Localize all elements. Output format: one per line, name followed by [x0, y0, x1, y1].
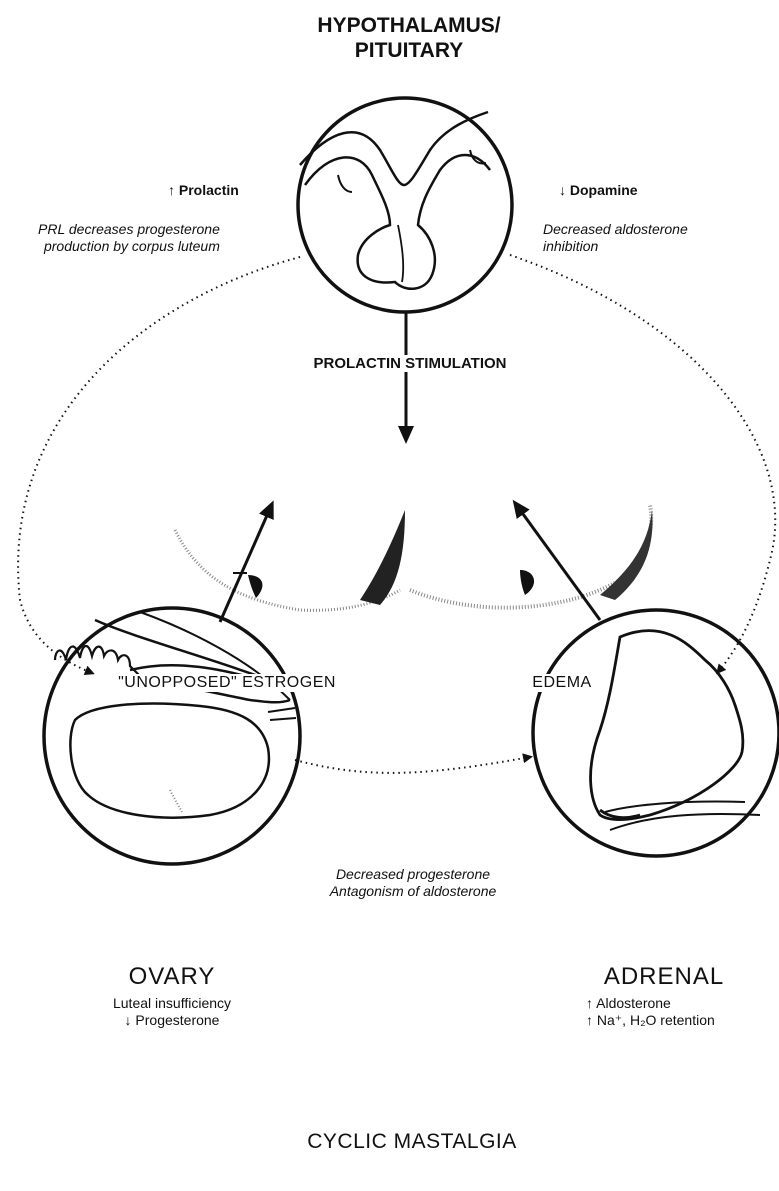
hypothalamus-label-line1: HYPOTHALAMUS/ [317, 13, 500, 38]
adrenal-illustration [533, 610, 779, 856]
aldosterone-label: Aldosterone [596, 995, 671, 1011]
bottom-effect-line2: Antagonism of aldosterone [330, 883, 497, 900]
up-arrow-icon: ↑ [586, 1012, 593, 1028]
hypothalamus-label-line2: PITUITARY [317, 38, 500, 63]
ovary-label: OVARY [129, 963, 216, 991]
adrenal-note-line2: ↑ Na⁺, H₂O retention [586, 1012, 715, 1029]
left-effect-line1: PRL decreases progesterone [38, 221, 220, 238]
unopposed-estrogen-label: "UNOPPOSED" ESTROGEN [115, 674, 339, 692]
arrow-unopposed-estrogen [220, 504, 272, 622]
progesterone-label: Progesterone [135, 1012, 219, 1028]
right-effect-text: Decreased aldosterone inhibition [543, 221, 688, 255]
bottom-effect-line1: Decreased progesterone [330, 866, 497, 883]
ovary-notes: Luteal insufficiency ↓ Progesterone [113, 995, 231, 1029]
hypothalamus-pituitary-illustration [298, 98, 512, 312]
adrenal-label: ADRENAL [604, 963, 724, 991]
prolactin-stimulation-label: PROLACTIN STIMULATION [310, 355, 509, 372]
up-arrow-icon: ↑ [586, 995, 593, 1011]
right-hormone-label: ↓ Dopamine [559, 182, 638, 198]
up-arrow-icon: ↑ [168, 182, 175, 198]
adrenal-notes: ↑ Aldosterone ↑ Na⁺, H₂O retention [586, 995, 715, 1029]
right-effect-line2: inhibition [543, 238, 688, 255]
bottom-effect-text: Decreased progesterone Antagonism of ald… [330, 866, 497, 900]
sodium-water-retention-label: Na⁺, H₂O retention [597, 1012, 715, 1028]
edema-label: EDEMA [529, 674, 594, 692]
down-arrow-icon: ↓ [559, 182, 566, 198]
ovary-illustration [44, 608, 300, 864]
left-effect-line2: production by corpus luteum [38, 238, 220, 255]
down-arrow-icon: ↓ [125, 1012, 132, 1028]
right-effect-line1: Decreased aldosterone [543, 221, 688, 238]
left-effect-text: PRL decreases progesterone production by… [38, 221, 220, 255]
ovary-note-line1: Luteal insufficiency [113, 995, 231, 1012]
adrenal-note-line1: ↑ Aldosterone [586, 995, 715, 1012]
ovary-note-line2: ↓ Progesterone [113, 1012, 231, 1029]
dopamine-label: Dopamine [570, 182, 638, 198]
dotted-arrow-bottom [295, 757, 530, 773]
prolactin-label: Prolactin [179, 182, 239, 198]
diagram-title: CYCLIC MASTALGIA [307, 1130, 517, 1154]
left-hormone-label: ↑ Prolactin [168, 182, 239, 198]
hypothalamus-label: HYPOTHALAMUS/ PITUITARY [317, 13, 500, 63]
